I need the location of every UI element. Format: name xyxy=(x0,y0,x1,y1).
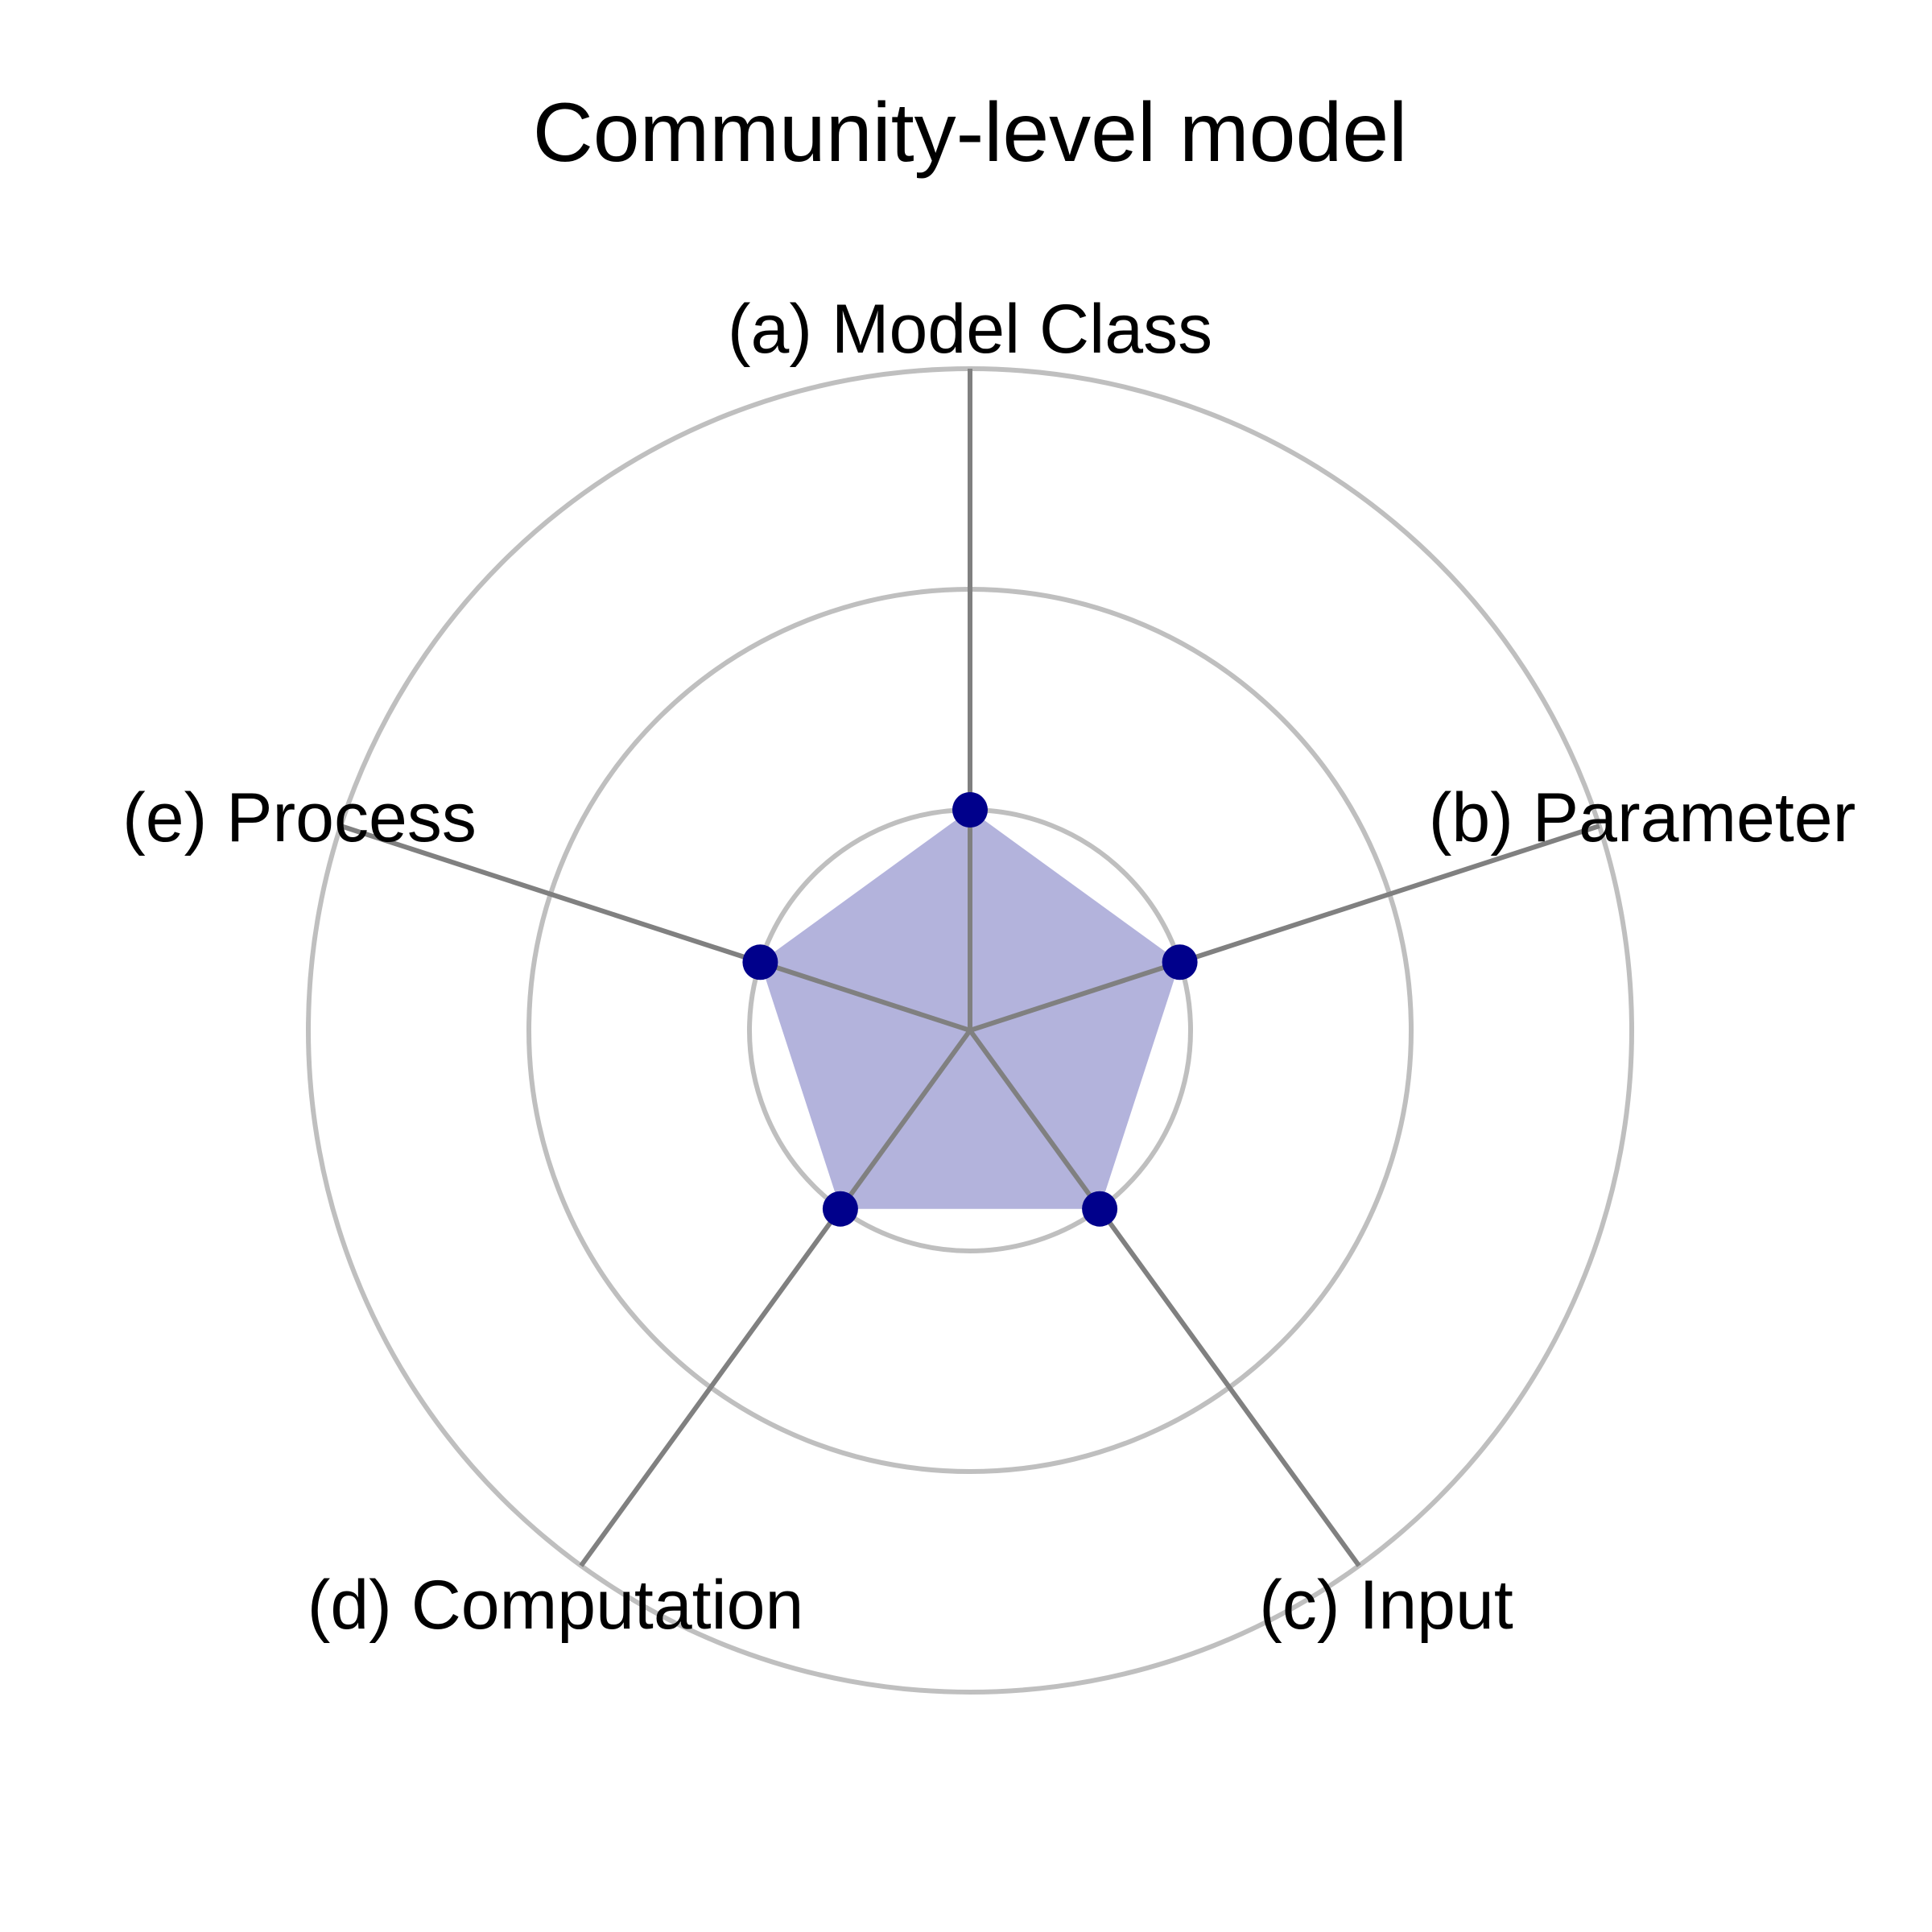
axis-label: (e) Process xyxy=(122,779,477,857)
data-point xyxy=(952,792,988,828)
axis-label: (a) Model Class xyxy=(728,291,1212,368)
data-points xyxy=(742,792,1198,1227)
chart-title: Community-level model xyxy=(533,86,1408,180)
axis-spoke xyxy=(968,1029,1361,1567)
data-point xyxy=(742,944,778,980)
axis-spokes xyxy=(340,369,1600,1567)
axis-spoke xyxy=(579,1029,972,1567)
axis-spoke xyxy=(969,824,1600,1033)
axis-spoke xyxy=(340,824,971,1033)
axis-label: (d) Computation xyxy=(308,1567,804,1644)
axis-label: (c) Input xyxy=(1259,1567,1513,1644)
data-point xyxy=(1082,1191,1118,1227)
axis-label: (b) Parameter xyxy=(1429,779,1856,857)
data-point xyxy=(1162,944,1198,980)
data-point xyxy=(822,1191,858,1227)
axis-labels: (a) Model Class (b) Parameter (c) Input (d)… xyxy=(122,291,1856,1644)
